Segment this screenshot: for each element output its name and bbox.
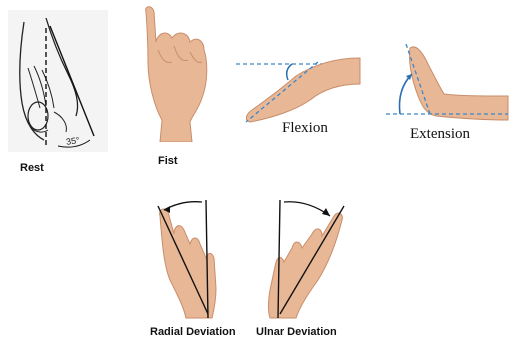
rest-label: Rest [20,162,44,174]
flexion-label: Flexion [282,120,328,137]
ulnar-deviation-hand-image [256,192,350,320]
ulnar-deviation-label: Ulnar Deviation [256,326,337,338]
radial-deviation-panel [150,192,230,320]
ulnar-deviation-panel [256,192,350,320]
rest-angle-label: 35° [65,135,80,147]
fist-label: Fist [158,155,178,167]
radial-deviation-label: Radial Deviation [150,326,236,338]
extension-hand-image [386,40,510,126]
flexion-hand-image [232,48,362,128]
extension-panel [386,40,510,126]
radial-deviation-hand-image [150,192,230,320]
rest-hand-sketch [6,8,116,156]
fist-panel [138,2,216,142]
rest-panel: 35° [6,8,116,156]
fist-hand-image [138,2,216,142]
extension-label: Extension [410,126,470,143]
flexion-panel [232,48,362,128]
